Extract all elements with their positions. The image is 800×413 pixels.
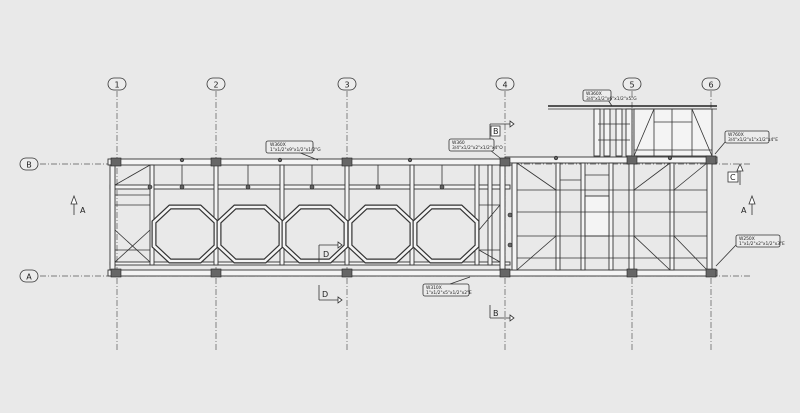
section-marker-bottom-d: D	[318, 285, 343, 304]
svg-text:A: A	[26, 273, 32, 282]
octagon-ring-2	[216, 204, 284, 264]
upper-framing	[548, 105, 717, 157]
grid-bubble-4: 4	[495, 77, 515, 91]
svg-text:B: B	[493, 127, 499, 136]
grid-bubble-2: 2	[206, 77, 226, 91]
octagon-ring-4	[347, 204, 415, 264]
main-frame-right	[504, 156, 718, 277]
section-marker-mid-d: D	[318, 241, 343, 262]
svg-text:1"x1/2"x2"x1/2"x3"E: 1"x1/2"x2"x1/2"x3"E	[739, 241, 785, 247]
octagon-ring-1	[151, 204, 219, 264]
section-marker-c: C	[727, 162, 744, 185]
svg-text:3: 3	[344, 81, 349, 90]
octagon-ring-3	[281, 204, 349, 264]
svg-text:W310X: W310X	[426, 285, 442, 291]
svg-text:A: A	[741, 206, 747, 215]
grid-bubble-a: A	[19, 269, 39, 283]
svg-text:4: 4	[502, 81, 507, 90]
section-marker-bottom-b: B	[489, 305, 515, 322]
svg-text:B: B	[493, 309, 499, 318]
svg-text:W760X: W760X	[728, 132, 744, 138]
svg-text:1: 1	[114, 81, 119, 90]
svg-text:5: 5	[629, 81, 634, 90]
connection-nodes	[110, 155, 717, 278]
callout-tag-6: W310X 1"x1/2"x5"x1/2"x2"E	[422, 276, 472, 297]
svg-text:1"x1/2"x5"x1/2"x2"E: 1"x1/2"x5"x1/2"x2"E	[426, 290, 472, 296]
grid-bubble-1: 1	[107, 77, 127, 91]
grid-bubble-b: B	[19, 157, 39, 171]
section-marker-left-a: A	[70, 194, 86, 215]
svg-text:1"x1/2"x9"x1/2"x1/2"G: 1"x1/2"x9"x1/2"x1/2"G	[270, 147, 321, 153]
grid-bubble-5: 5	[622, 77, 642, 91]
svg-text:W360: W360	[452, 140, 465, 146]
svg-text:3/4"x1/2"x1"x1/2"x4"E: 3/4"x1/2"x1"x1/2"x4"E	[728, 137, 778, 143]
callout-tag-3: W360X 3/4"x1/2"x6"x1/2"x5"G	[582, 89, 637, 107]
section-marker-top-b: B	[489, 120, 515, 140]
svg-text:6: 6	[708, 81, 713, 90]
svg-text:A: A	[80, 206, 86, 215]
grid-bubble-3: 3	[337, 77, 357, 91]
callout-tag-4: W760X 3/4"x1/2"x1"x1/2"x4"E	[714, 130, 778, 155]
callout-tag-5: W250X 1"x1/2"x2"x1/2"x3"E	[715, 234, 785, 267]
svg-text:W250X: W250X	[739, 236, 755, 242]
svg-text:B: B	[26, 161, 32, 170]
svg-text:2: 2	[213, 81, 218, 90]
svg-text:C: C	[730, 173, 736, 182]
svg-text:D: D	[323, 250, 329, 259]
svg-text:3/4"x1/2"x2"x1/2"x4"O: 3/4"x1/2"x2"x1/2"x4"O	[452, 145, 503, 151]
callout-tag-2: W360 3/4"x1/2"x2"x1/2"x4"O	[448, 138, 503, 159]
grid-bubble-6: 6	[701, 77, 721, 91]
callout-tag-1: W360X 1"x1/2"x9"x1/2"x1/2"G	[265, 140, 321, 161]
octagon-rings	[151, 204, 480, 264]
svg-text:3/4"x1/2"x6"x1/2"x5"G: 3/4"x1/2"x6"x1/2"x5"G	[586, 96, 637, 102]
octagon-ring-5	[412, 204, 480, 264]
section-marker-right-a: A	[741, 194, 756, 215]
svg-text:D: D	[322, 290, 328, 299]
svg-text:W360X: W360X	[586, 91, 602, 97]
svg-text:W360X: W360X	[270, 142, 286, 148]
